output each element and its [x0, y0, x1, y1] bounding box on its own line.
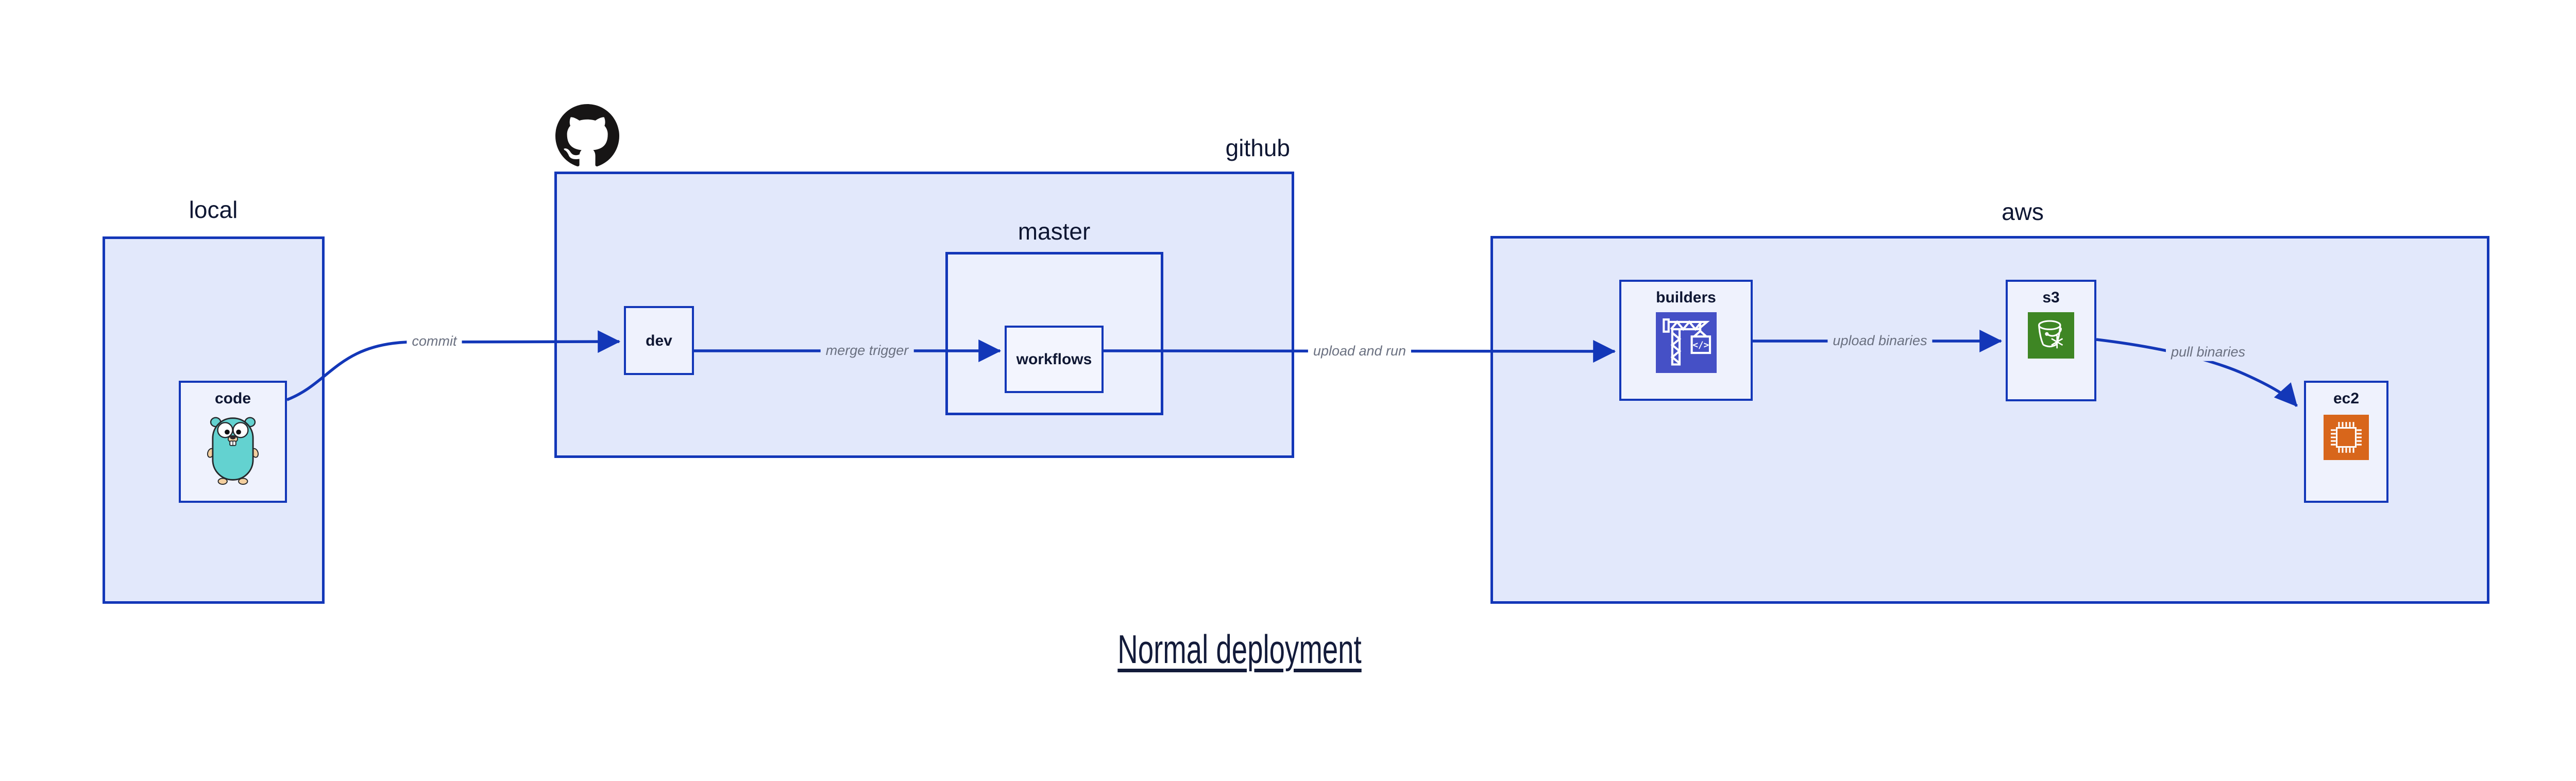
- group-label-github: github: [1225, 134, 1290, 161]
- edge-label-pull-binaries: pull binaries: [2165, 343, 2251, 361]
- github-octocat-logo-icon: [555, 104, 619, 166]
- node-ec2: ec2: [2304, 381, 2388, 503]
- edge-label-upload-binaries: upload binaries: [1827, 331, 1933, 350]
- go-gopher-icon: [207, 417, 259, 485]
- group-label-master: master: [1018, 218, 1091, 245]
- node-label-dev: dev: [646, 332, 672, 349]
- node-s3: s3: [2006, 280, 2096, 401]
- aws-ec2-icon: [2324, 415, 2369, 460]
- node-label-workflows: workflows: [1016, 351, 1092, 368]
- node-workflows: workflows: [1005, 326, 1104, 393]
- codebuild-code-glyph: </>: [1692, 341, 1709, 351]
- node-label-code: code: [214, 390, 251, 407]
- edge-label-commit: commit: [406, 332, 462, 350]
- aws-codebuild-icon: </>: [1655, 312, 1717, 373]
- diagram-title: Normal deployment: [1117, 626, 1362, 672]
- node-label-ec2: ec2: [2333, 390, 2360, 407]
- node-label-s3: s3: [2042, 289, 2060, 306]
- group-label-aws: aws: [2002, 198, 2044, 225]
- group-label-local: local: [189, 196, 238, 223]
- edge-label-merge-trigger: merge trigger: [820, 341, 914, 360]
- node-dev: dev: [624, 306, 694, 375]
- aws-s3-glacier-icon: [2028, 312, 2074, 359]
- node-builders: builders </>: [1619, 280, 1753, 401]
- node-label-builders: builders: [1656, 289, 1716, 306]
- node-code: code: [179, 381, 287, 503]
- edge-label-upload-and-run: upload and run: [1308, 342, 1412, 360]
